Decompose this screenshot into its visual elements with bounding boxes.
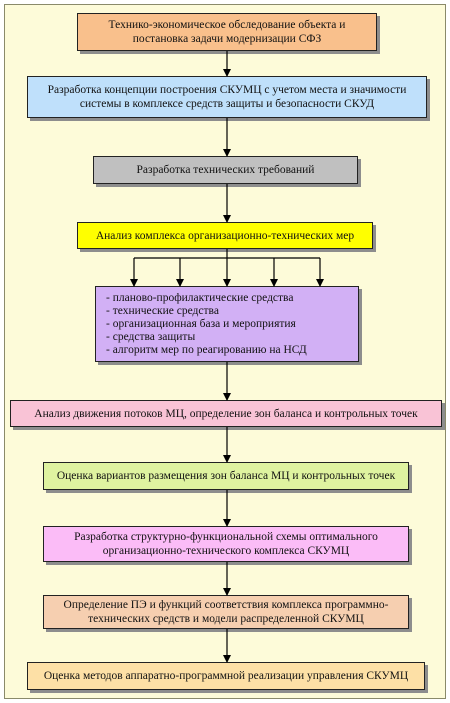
step-measures-analysis-text: Анализ комплекса организационно-техничес…	[95, 229, 355, 242]
measures-item: технические средства	[106, 305, 307, 318]
measures-item: планово-профилактические средства	[106, 292, 307, 305]
measures-list: планово-профилактические средства технич…	[106, 292, 307, 357]
step-measures-list: планово-профилактические средства технич…	[95, 286, 359, 362]
step-survey-text: Технико-экономическое обследование объек…	[108, 19, 346, 45]
step-flow-analysis-text: Анализ движения потоков МЦ, определение …	[34, 407, 418, 420]
step-implementation-methods-text: Оценка методов аппаратно-программной реа…	[43, 670, 409, 682]
measures-item: средства защиты	[106, 331, 307, 344]
step-survey: Технико-экономическое обследование объек…	[77, 13, 377, 51]
step-concept: Разработка концепции построения СКУМЦ с …	[27, 76, 427, 118]
step-compliance-definition: Определение ПЭ и функций соответствия ко…	[43, 595, 409, 629]
step-structure-scheme-text: Разработка структурно-функциональной схе…	[74, 531, 378, 557]
step-concept-text: Разработка концепции построения СКУМЦ с …	[47, 84, 407, 110]
step-tech-requirements-text: Разработка технических требований	[136, 164, 315, 176]
step-structure-scheme: Разработка структурно-функциональной схе…	[43, 526, 409, 562]
step-implementation-methods: Оценка методов аппаратно-программной реа…	[27, 662, 425, 690]
measures-item: организационная база и мероприятия	[106, 318, 307, 331]
step-compliance-definition-text: Определение ПЭ и функций соответствия ко…	[63, 599, 389, 625]
step-placement-evaluation-text: Оценка вариантов размещения зон баланса …	[56, 470, 396, 482]
measures-item: алгоритм мер по реагированию на НСД	[106, 344, 307, 357]
